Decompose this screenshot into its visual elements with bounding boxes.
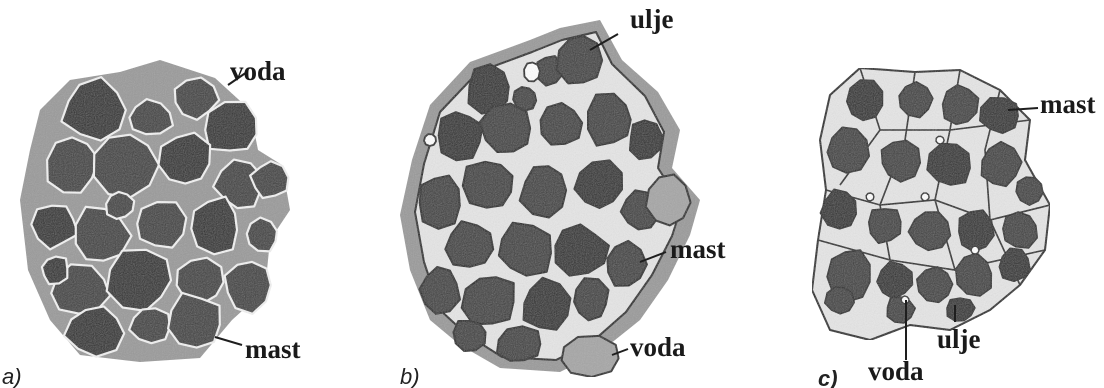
panel-a-fat-granule	[205, 102, 256, 151]
panel-a-fat-label: mast	[245, 334, 301, 364]
panel-a-dense-fat-granules: voda mast a)	[2, 56, 301, 388]
panel-b-fat-with-oil-and-water: ulje mast voda b)	[400, 4, 726, 388]
panel-c-letter: c)	[818, 366, 838, 388]
panel-b-water-droplet	[424, 134, 436, 146]
panel-c-oil-label: ulje	[937, 324, 981, 354]
panel-c-water-droplet	[921, 193, 929, 201]
panel-c-water-label: voda	[868, 356, 924, 386]
panel-c-water-droplet	[866, 193, 874, 201]
panel-b-water-droplet	[562, 336, 619, 377]
panel-b-granules	[400, 20, 700, 377]
panel-a-fat-granule	[137, 202, 186, 248]
panel-c-fat-granule	[847, 80, 883, 120]
panel-a-fat-granule	[42, 257, 67, 285]
panel-b-oil-label: ulje	[630, 4, 674, 34]
panel-b-fat-granule	[463, 162, 513, 208]
panel-c-water-droplet	[936, 136, 944, 144]
panel-a-water-label: voda	[230, 56, 286, 86]
panel-c-fat-label: mast	[1040, 89, 1096, 119]
panel-b-fat-granule	[420, 176, 460, 229]
panel-b-fat-label: mast	[670, 234, 726, 264]
panel-a-granules	[20, 60, 290, 362]
panel-c-water-droplet	[971, 246, 979, 254]
panel-b-water-label: voda	[630, 332, 686, 362]
panel-c-oil-network: mast ulje voda c)	[812, 68, 1096, 388]
panel-b-letter: b)	[400, 364, 420, 388]
panel-c-fat-granule	[1016, 177, 1043, 205]
panel-b-water-droplet	[524, 63, 540, 82]
panel-a-letter: a)	[2, 364, 22, 388]
panel-b-fat-granule	[454, 321, 486, 351]
panel-a-fat-granule	[247, 218, 277, 252]
panel-a-fat-leader	[215, 337, 242, 345]
